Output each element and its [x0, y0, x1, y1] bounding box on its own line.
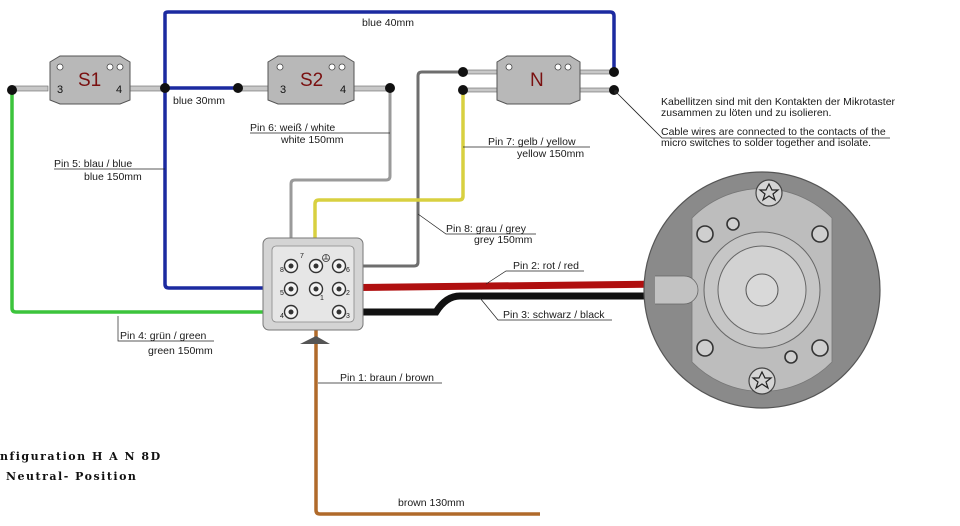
pin-label-7: 7	[300, 253, 304, 260]
switch-s1: S1 3 4	[11, 55, 167, 105]
label-blue-30mm: blue 30mm	[173, 95, 225, 107]
label-grey-150mm: grey 150mm	[474, 234, 533, 246]
switch-s2: S2 3 4	[237, 55, 391, 105]
wire-red	[315, 280, 669, 292]
label-pin3: Pin 3: schwarz / black	[503, 309, 605, 321]
note-en-line1: Cable wires are connected to the contact…	[661, 126, 886, 138]
note-en-line2: micro switches to solder together and is…	[661, 137, 871, 149]
switch-s1-pin-left: 3	[57, 84, 63, 96]
label-pin4: Pin 4: grün / green	[120, 330, 207, 342]
switch-n: N	[462, 55, 615, 105]
switch-s1-label: S1	[78, 70, 101, 91]
label-pin1: Pin 1: braun / brown	[340, 372, 434, 384]
pin-label-1: 1	[320, 295, 324, 302]
label-pin6: Pin 6: weiß / white	[250, 122, 335, 134]
wire-brown-130mm	[314, 292, 540, 516]
switch-s2-pin-right: 4	[340, 84, 346, 96]
wire-grey-150mm	[338, 70, 463, 268]
wire-white-150mm	[289, 88, 392, 262]
switch-n-label: N	[530, 70, 544, 91]
wire-blue-150mm	[163, 88, 288, 290]
note-de-line2: zusammen zu löten und zu isolieren.	[661, 107, 831, 119]
switch-s2-label: S2	[300, 70, 323, 91]
title-line2: Neutral- Position	[6, 470, 137, 483]
pin-label-4: 4	[280, 313, 284, 320]
pin-label-3: 3	[346, 313, 350, 320]
label-pin7: Pin 7: gelb / yellow	[488, 136, 576, 148]
wire-yellow-150mm	[313, 90, 465, 262]
note-leader-line	[615, 91, 890, 139]
pin-label-2: 2	[346, 290, 350, 297]
label-pin8: Pin 8: grau / grey	[446, 223, 527, 235]
ground-icon	[322, 254, 330, 262]
label-white-150mm: white 150mm	[280, 134, 344, 146]
pin-label-5: 5	[280, 290, 284, 297]
label-pin5: Pin 5: blau / blue	[54, 158, 132, 170]
label-pin2: Pin 2: rot / red	[513, 260, 579, 272]
pin-label-6: 6	[346, 267, 350, 274]
label-blue-40mm: blue 40mm	[362, 17, 414, 29]
label-green-150mm: green 150mm	[148, 345, 213, 357]
wire-black	[338, 292, 668, 316]
note-de-line1: Kabellitzen sind mit den Kontakten der M…	[661, 96, 896, 108]
title-line1: nfiguration H A N 8D	[0, 450, 162, 463]
motor	[643, 171, 881, 409]
switch-s1-pin-right: 4	[116, 84, 122, 96]
switch-s2-pin-left: 3	[280, 84, 286, 96]
solder-joints	[7, 67, 619, 95]
wire-blue-40mm	[163, 10, 616, 88]
connector-latch-icon	[300, 336, 330, 344]
wire-green-150mm	[10, 90, 290, 314]
connector-han8d: 7 8 6 5 1 4 2 3	[262, 237, 364, 344]
label-yellow-150mm: yellow 150mm	[517, 148, 584, 160]
label-blue-150mm: blue 150mm	[84, 171, 142, 183]
pin-label-8: 8	[280, 267, 284, 274]
label-brown-130mm: brown 130mm	[398, 497, 465, 509]
